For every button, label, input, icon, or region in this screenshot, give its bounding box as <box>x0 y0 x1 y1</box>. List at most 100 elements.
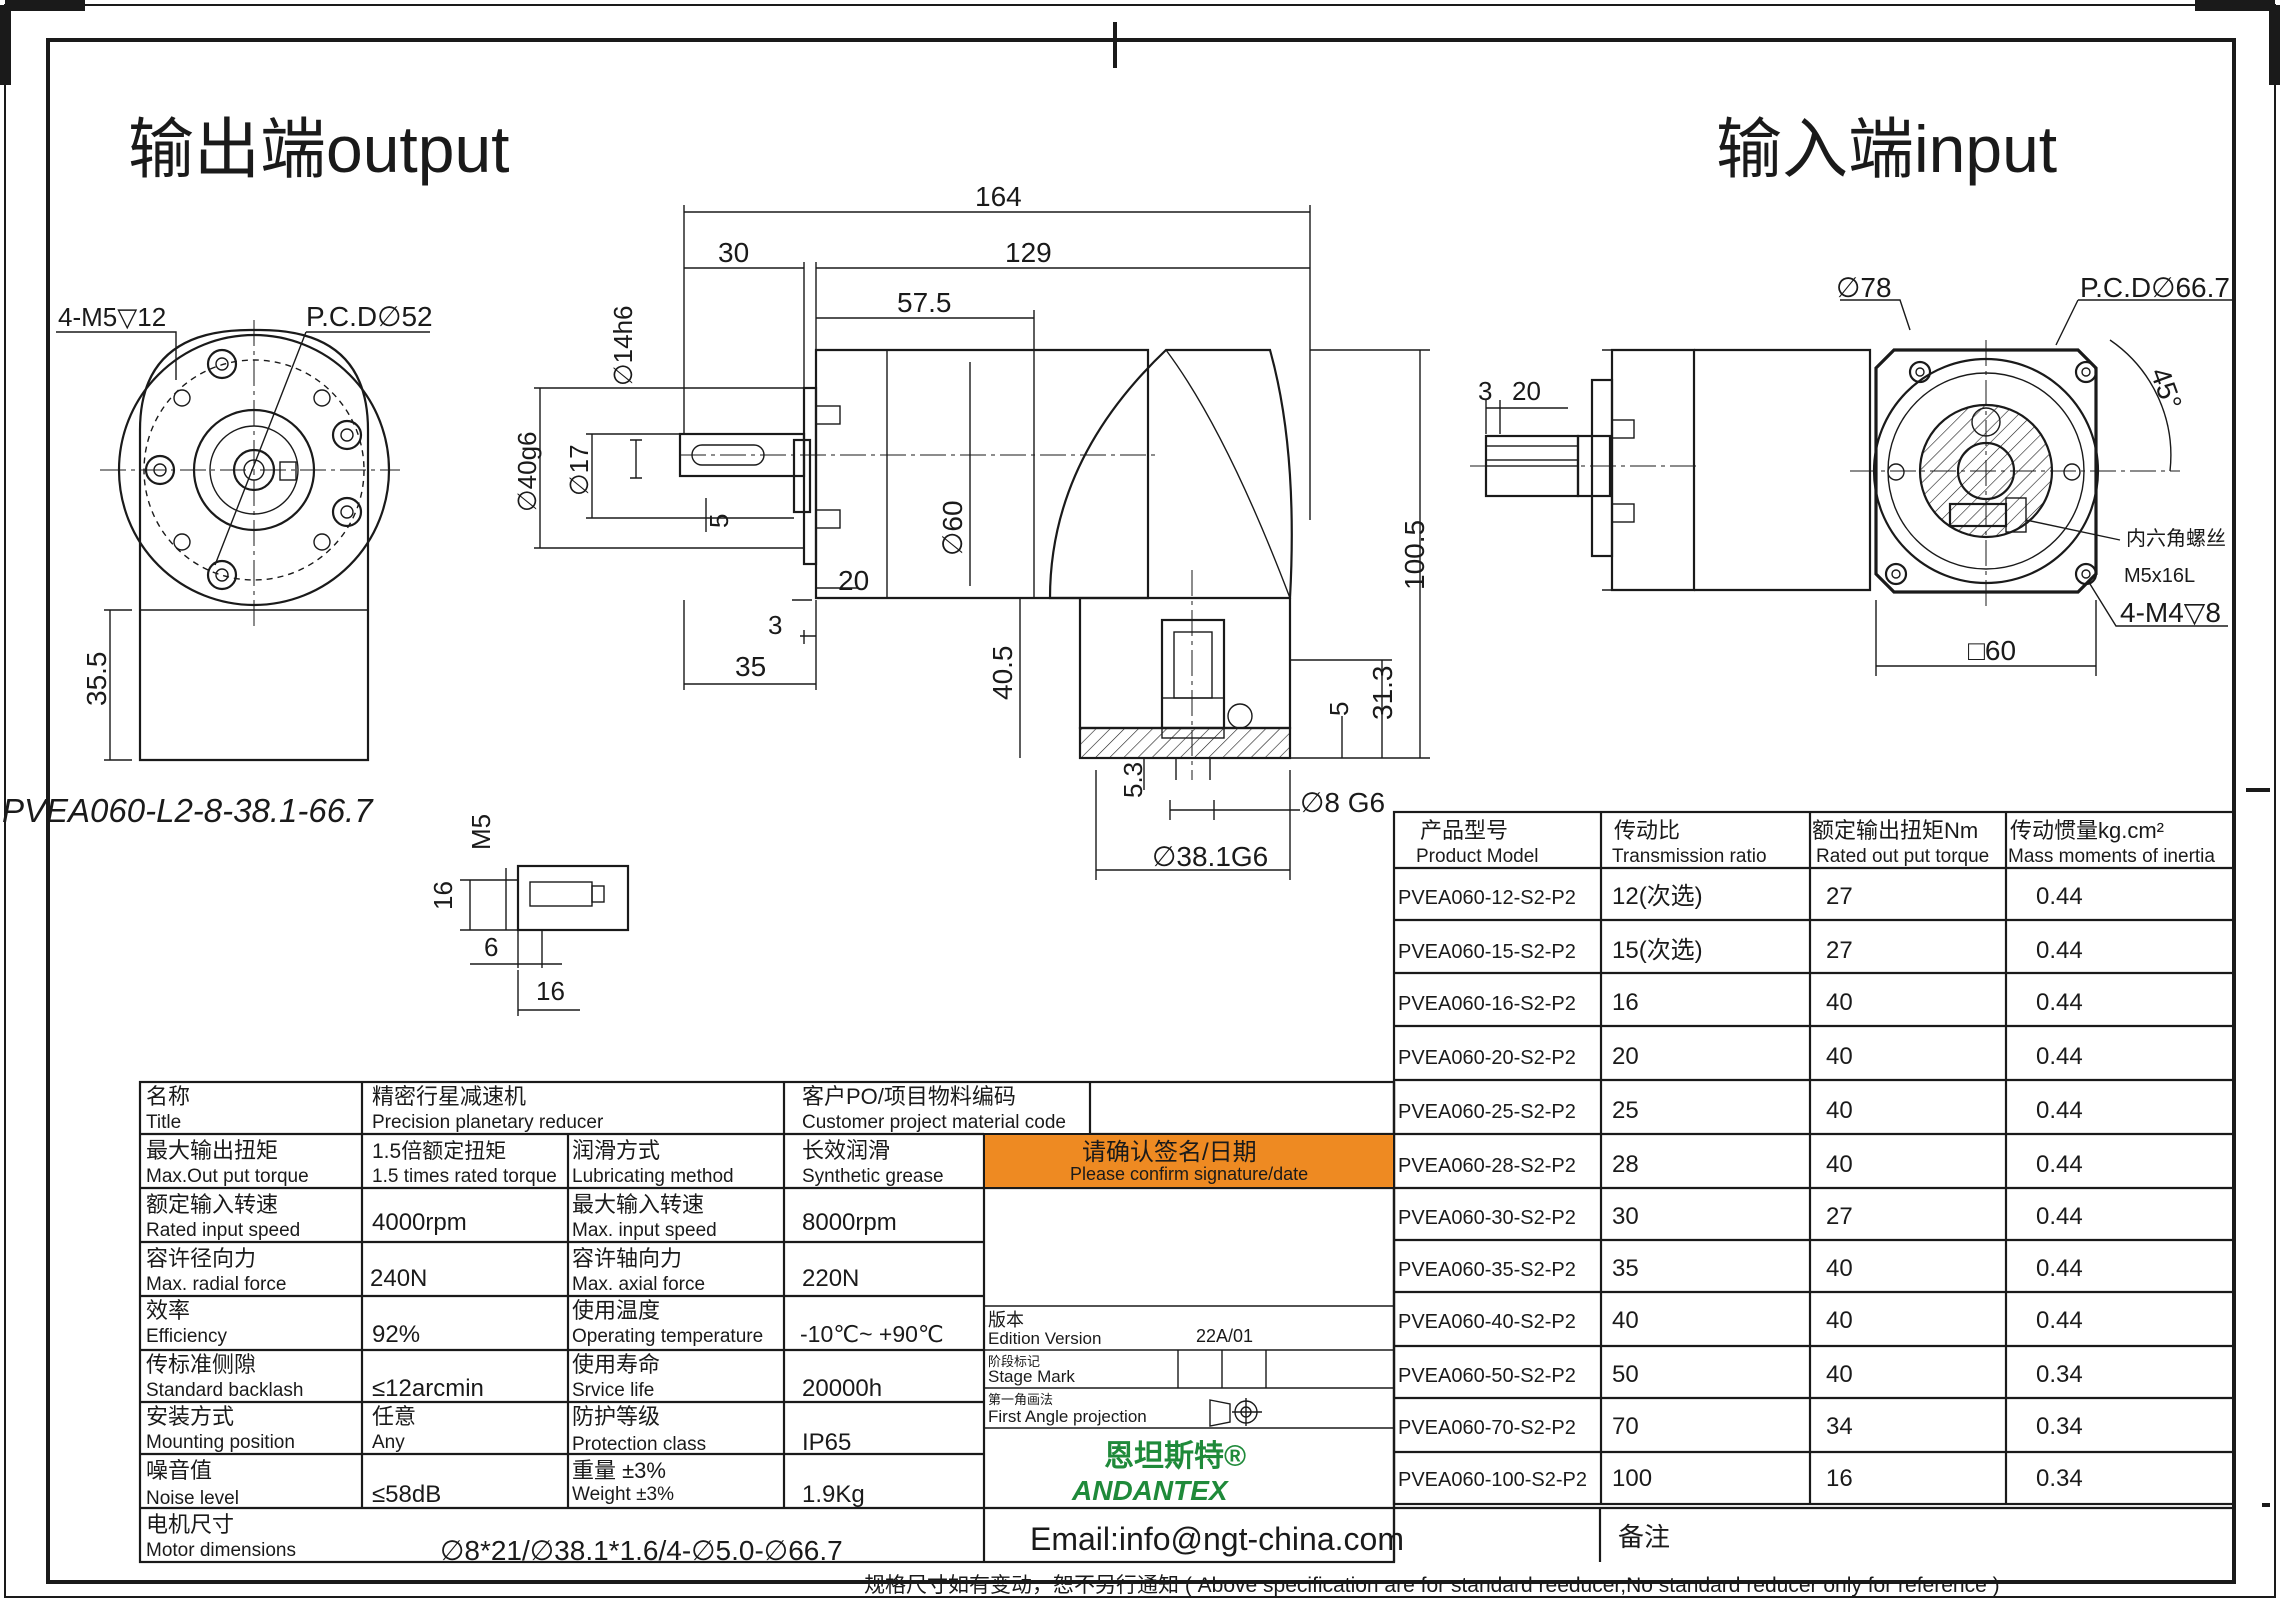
spec-table: 请确认签名/日期 Please confirm signature/date 名… <box>138 1080 2234 1597</box>
table-row-model: PVEA060-35-S2-P2 <box>1398 1259 1576 1281</box>
table-row-inertia: 0.34 <box>2036 1413 2083 1440</box>
table-row-ratio: 35 <box>1612 1255 1639 1282</box>
len-35-label: 35 <box>735 651 766 682</box>
table-row-torque: 40 <box>1826 1255 1853 1282</box>
eff-cn: 效率 <box>146 1298 190 1323</box>
cust-en: Customer project material code <box>802 1112 1066 1133</box>
screw-detail: M5 16 6 16 <box>428 814 630 1016</box>
rated-in-cn: 额定输入转速 <box>146 1192 278 1217</box>
dia-40-label: ∅40g6 <box>512 432 542 513</box>
max-out-en: Max.Out put torque <box>146 1166 309 1187</box>
max-in-val: 8000rpm <box>802 1209 897 1236</box>
table-row-model: PVEA060-28-S2-P2 <box>1398 1155 1576 1177</box>
len-164-label: 164 <box>975 181 1022 212</box>
temp-cn: 使用温度 <box>572 1298 660 1323</box>
dia-38-1-label: ∅38.1G6 <box>1152 841 1268 872</box>
table-row-torque: 40 <box>1826 1097 1853 1124</box>
lube-val-en: Synthetic grease <box>802 1166 944 1187</box>
len-30-label: 30 <box>718 237 749 268</box>
table-row-inertia: 0.44 <box>2036 1307 2083 1334</box>
noise-en: Noise level <box>146 1488 239 1509</box>
footer-note: 规格尺寸如有变动，恕不另行通知 ( Above specification ar… <box>864 1574 2000 1597</box>
motor-en: Motor dimensions <box>146 1540 296 1561</box>
table-row-model: PVEA060-16-S2-P2 <box>1398 993 1576 1015</box>
len-100-5-label: 100.5 <box>1399 520 1430 590</box>
ratio-table: 产品型号 Product Model 传动比 Transmission rati… <box>1392 810 2236 1506</box>
detail-6-label: 6 <box>484 932 498 962</box>
life-cn: 使用寿命 <box>572 1352 660 1377</box>
table-row-inertia: 0.44 <box>2036 989 2083 1016</box>
proj-cn: 第一角画法 <box>988 1392 1053 1407</box>
max-in-cn: 最大输入转速 <box>572 1192 704 1217</box>
table-row-ratio: 20 <box>1612 1043 1639 1070</box>
confirm-en: Please confirm signature/date <box>1070 1164 1308 1184</box>
dia-60-label: ∅60 <box>937 500 968 556</box>
motor-val: ∅8*21/∅38.1*1.6/4-∅5.0-∅66.7 <box>440 1535 843 1566</box>
table-row-inertia: 0.44 <box>2036 1203 2083 1230</box>
table-row-inertia: 0.34 <box>2036 1465 2083 1492</box>
model-code: PVEA060-L2-8-38.1-66.7 <box>2 792 374 829</box>
radial-en: Max. radial force <box>146 1274 286 1295</box>
table-row-torque: 40 <box>1826 1151 1853 1178</box>
table-row-model: PVEA060-25-S2-P2 <box>1398 1101 1576 1123</box>
edition-cn: 版本 <box>988 1310 1024 1330</box>
weight-cn: 重量 ±3% <box>572 1458 666 1483</box>
dia-8-label: ∅8 G6 <box>1300 787 1385 818</box>
len-40-5-label: 40.5 <box>987 646 1018 701</box>
th-ratio-en: Transmission ratio <box>1612 846 1767 867</box>
motor-cn: 电机尺寸 <box>146 1512 234 1537</box>
table-row-inertia: 0.34 <box>2036 1361 2083 1388</box>
proj-en: First Angle projection <box>988 1407 1147 1426</box>
table-row-torque: 34 <box>1826 1413 1853 1440</box>
table-row-ratio: 16 <box>1612 989 1639 1016</box>
table-row-inertia: 0.44 <box>2036 1151 2083 1178</box>
confirm-cn: 请确认签名/日期 <box>1082 1139 1257 1166</box>
dia-17-label: ∅17 <box>564 444 594 496</box>
table-row-model: PVEA060-12-S2-P2 <box>1398 887 1576 909</box>
table-row-ratio: 25 <box>1612 1097 1639 1124</box>
noise-cn: 噪音值 <box>146 1458 212 1483</box>
table-row-torque: 27 <box>1826 883 1853 910</box>
len-20-low-label: 20 <box>838 565 869 596</box>
max-out-val: 1.5倍额定扭矩 <box>372 1140 506 1163</box>
angle-45-label: 45° <box>2144 363 2188 413</box>
mount-cn: 安装方式 <box>146 1404 234 1429</box>
pcd-input-label: P.C.D∅66.7 <box>2080 272 2230 303</box>
table-row-ratio: 12(次选) <box>1612 883 1703 910</box>
cust-cn: 客户PO/项目物料编码 <box>802 1084 1016 1109</box>
table-row-model: PVEA060-50-S2-P2 <box>1398 1365 1576 1387</box>
axial-en: Max. axial force <box>572 1274 705 1295</box>
protect-val: IP65 <box>802 1429 851 1456</box>
mount-val-cn: 任意 <box>372 1404 416 1429</box>
table-row-model: PVEA060-70-S2-P2 <box>1398 1417 1576 1439</box>
confirm-box <box>983 1133 1395 1189</box>
lube-val-cn: 长效润滑 <box>802 1138 890 1163</box>
table-row-ratio: 70 <box>1612 1413 1639 1440</box>
holes-input-label: 4-M4▽8 <box>2120 597 2221 628</box>
th-torque-en: Rated out put torque <box>1816 846 1989 867</box>
brand-cn: 恩坦斯特® <box>1104 1440 1246 1473</box>
protect-en: Protection class <box>572 1434 706 1455</box>
radial-cn: 容许径向力 <box>146 1246 256 1271</box>
radial-val: 240N <box>370 1265 427 1292</box>
max-out-cn: 最大输出扭矩 <box>146 1138 278 1163</box>
title-val-cn: 精密行星减速机 <box>372 1084 526 1109</box>
output-front-view: 4-M5▽12 P.C.D∅52 35.5 <box>56 301 433 762</box>
title-en: Title <box>146 1112 181 1133</box>
table-row-inertia: 0.44 <box>2036 1097 2083 1124</box>
projection-symbol-icon <box>1209 1398 1262 1427</box>
key-5-label: 5 <box>704 514 734 528</box>
table-row-model: PVEA060-20-S2-P2 <box>1398 1047 1576 1069</box>
email: Email:info@ngt-china.com <box>1030 1521 1404 1557</box>
temp-val: -10℃~ +90℃ <box>800 1321 944 1347</box>
screw-size-label: M5x16L <box>2124 565 2195 587</box>
input-title: 输入端input <box>1716 112 2057 186</box>
stage-en: Stage Mark <box>988 1367 1075 1386</box>
table-row-ratio: 40 <box>1612 1307 1639 1334</box>
edition-en: Edition Version <box>988 1329 1101 1348</box>
rated-in-en: Rated input speed <box>146 1220 300 1241</box>
table-row-inertia: 0.44 <box>2036 1255 2083 1282</box>
lube-cn: 润滑方式 <box>572 1138 660 1163</box>
life-val: 20000h <box>802 1375 882 1402</box>
